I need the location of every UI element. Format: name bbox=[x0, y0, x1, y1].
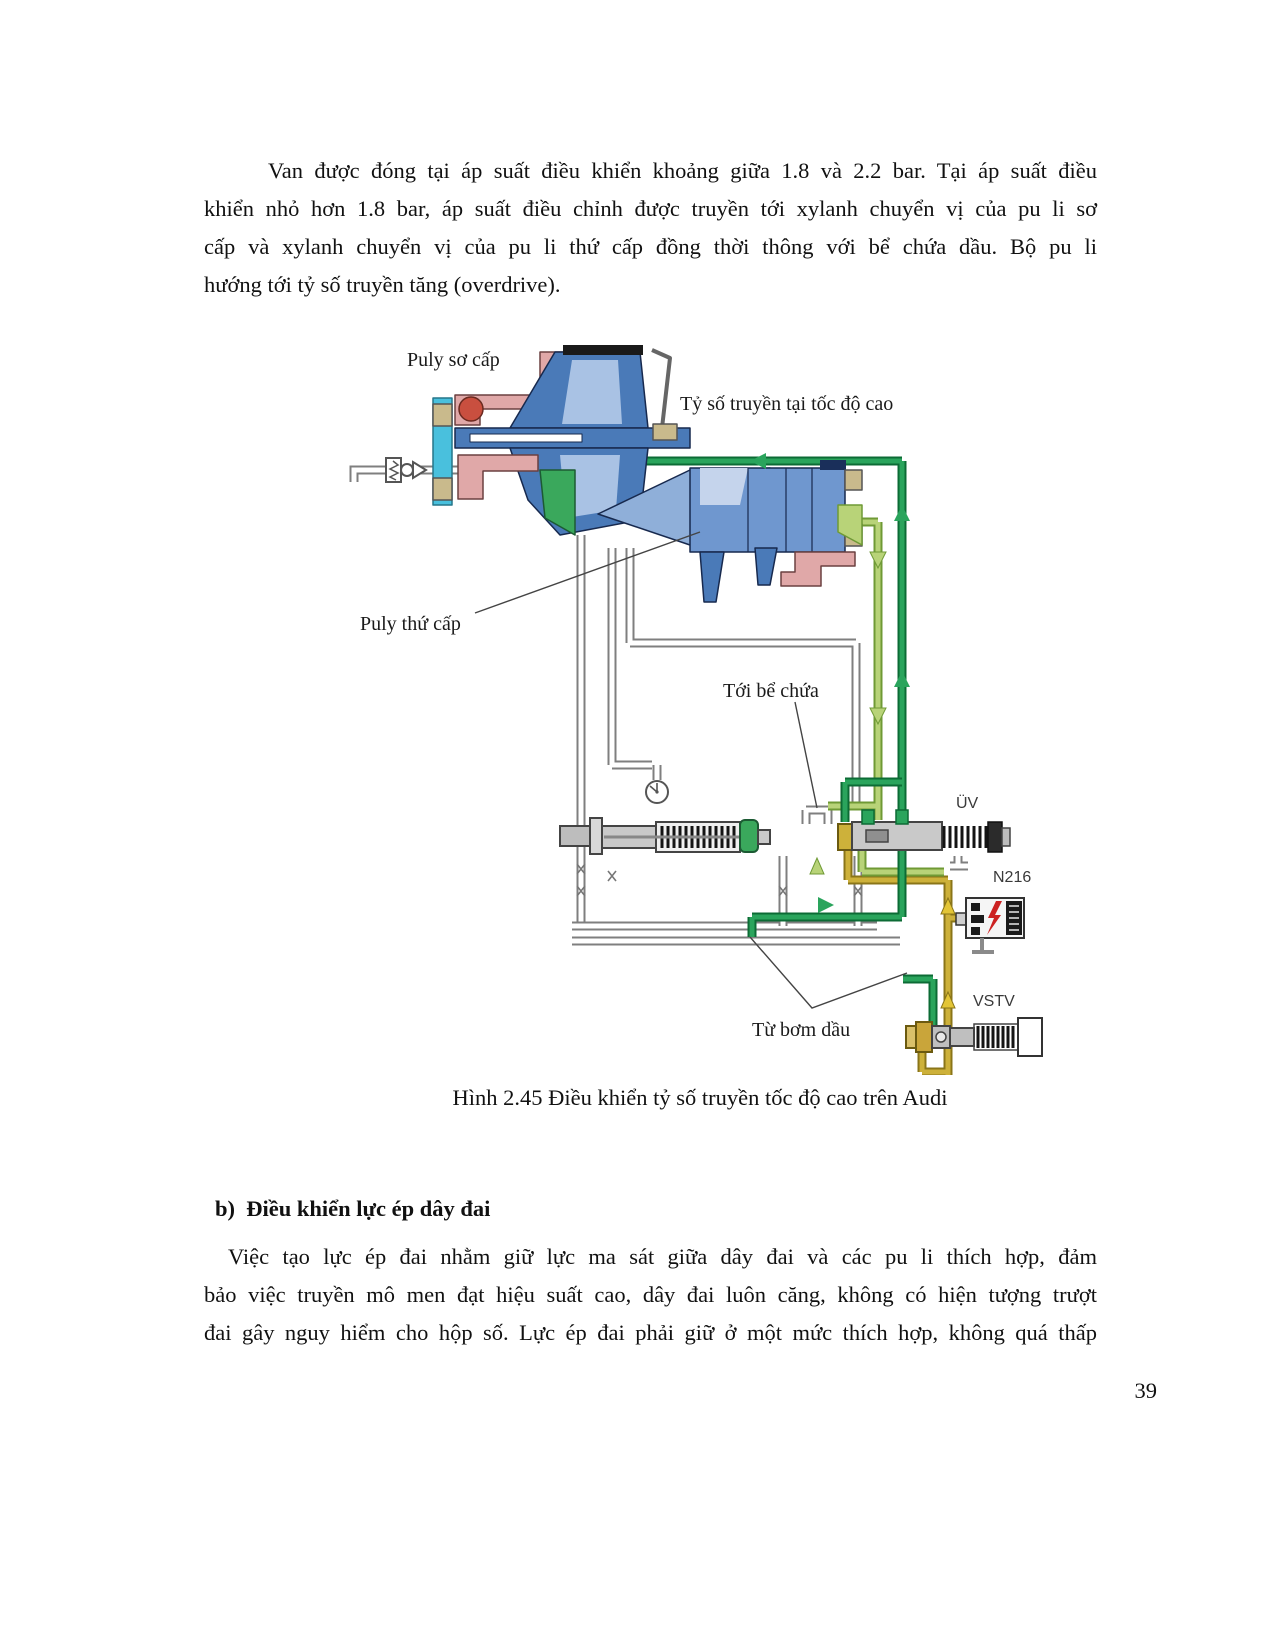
paragraph-1-line: cấp và xylanh chuyển vị của pu li thứ cấ… bbox=[204, 234, 1097, 259]
arrow-right-icon bbox=[818, 897, 834, 913]
inlet-filter-check-valve bbox=[385, 457, 428, 483]
label-to-reservoir: Tới bể chứa bbox=[723, 680, 819, 702]
label-vstv: VSTV bbox=[973, 993, 1015, 1010]
label-secondary-pulley: Puly thứ cấp bbox=[360, 613, 461, 635]
light-green-pipe-network bbox=[828, 517, 944, 877]
n216-solenoid bbox=[955, 897, 1025, 954]
label-uv-valve: ÜV bbox=[956, 794, 979, 812]
arrow-left-icon bbox=[750, 453, 766, 469]
label-n216: N216 bbox=[993, 869, 1031, 886]
arrow-up-icon bbox=[940, 896, 956, 915]
paragraph-2: Việc tạo lực ép đai nhằm giữ lực ma sát … bbox=[204, 1238, 1097, 1352]
regulator-valve bbox=[559, 817, 771, 855]
paragraph-2-line: Việc tạo lực ép đai nhằm giữ lực ma sát … bbox=[228, 1244, 1097, 1269]
arrow-up-icon bbox=[894, 671, 910, 687]
arrow-up-icon bbox=[940, 990, 956, 1009]
paragraph-2-line: bảo việc truyền mô men đạt hiệu suất cao… bbox=[204, 1282, 1097, 1307]
arrow-down-icon bbox=[869, 707, 887, 726]
arrow-down-icon bbox=[869, 551, 887, 570]
arrow-up-icon bbox=[809, 856, 825, 875]
paragraph-1-line: hướng tới tỷ số truyền tăng (overdrive). bbox=[204, 272, 561, 297]
primary-pulley bbox=[432, 345, 691, 536]
hydraulic-control-diagram: Puly sơ cấp Tỷ số truyền tại tốc độ cao … bbox=[349, 345, 1043, 1075]
uv-valve bbox=[837, 809, 1011, 871]
leader-lines bbox=[474, 531, 908, 1009]
paragraph-1: Van được đóng tại áp suất điều khiển kho… bbox=[204, 152, 1097, 304]
paragraph-1-line: Van được đóng tại áp suất điều khiển kho… bbox=[268, 158, 1097, 183]
paragraph-2-line: đai gây nguy hiểm cho hộp số. Lực ép đai… bbox=[204, 1320, 1097, 1345]
vstv-valve bbox=[905, 1017, 1043, 1057]
section-b-heading: b) Điều khiển lực ép dây đai bbox=[215, 1196, 490, 1222]
page-number: 39 bbox=[1134, 1378, 1158, 1403]
label-from-oil-pump: Từ bơm dầu bbox=[752, 1019, 850, 1041]
section-b-title: Điều khiển lực ép dây đai bbox=[246, 1196, 491, 1221]
label-primary-pulley: Puly sơ cấp bbox=[407, 349, 500, 371]
lightning-icon bbox=[987, 901, 1002, 935]
label-high-speed-ratio: Tỷ số truyền tại tốc độ cao bbox=[680, 393, 893, 415]
flow-arrows bbox=[750, 453, 956, 1009]
pressure-gauge bbox=[645, 780, 669, 804]
section-b-marker: b) bbox=[215, 1196, 236, 1221]
secondary-pulley bbox=[597, 460, 863, 603]
paragraph-1-line: khiển nhỏ hơn 1.8 bar, áp suất điều chỉn… bbox=[204, 196, 1097, 221]
figure-caption: Hình 2.45 Điều khiển tỷ số truyền tốc độ… bbox=[452, 1085, 948, 1110]
arrow-up-icon bbox=[894, 505, 910, 521]
